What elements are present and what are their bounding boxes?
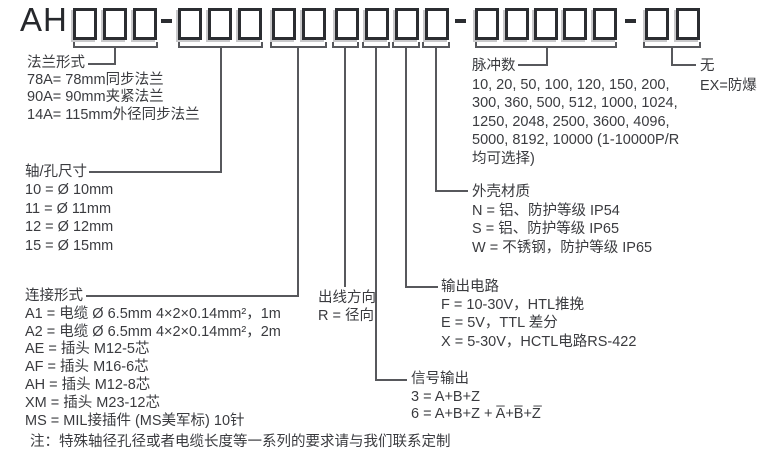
- block-connection-option: AF = 插头 M16-6芯: [25, 359, 149, 376]
- block-outlet-option: R = 径向: [318, 307, 374, 324]
- block-pulses-title: 脉冲数: [472, 58, 516, 74]
- leader-line-circuit: [405, 48, 407, 288]
- block-circuit-title: 输出电路: [441, 279, 499, 295]
- block-circuit-option: E = 5V，TTL 差分: [441, 315, 558, 332]
- block-pulses-option: 5000, 8192, 10000 (1-10000P/R: [472, 132, 680, 149]
- block-housing-option: S = 铝、防护等级 IP65: [472, 221, 620, 238]
- leader-line-pulses: [518, 64, 546, 66]
- leader-line-explosion: [671, 48, 673, 66]
- block-housing-title: 外壳材质: [472, 184, 530, 200]
- block-explosion: 无 EX=防爆: [700, 56, 757, 96]
- block-shaft-option: 15 = Ø 15mm: [25, 237, 114, 254]
- block-flange-title: 法兰形式: [27, 55, 85, 71]
- code-box-pulses: [475, 8, 499, 40]
- code-box-signal: [365, 8, 389, 40]
- leader-line-flange: [88, 63, 116, 65]
- code-dash: [161, 19, 172, 23]
- leader-line-housing: [435, 48, 437, 192]
- group-bracket-signal: [362, 42, 390, 48]
- group-bracket-circuit: [392, 42, 420, 48]
- leader-line-outlet: [344, 48, 346, 287]
- block-circuit-option: X = 5-30V，HCTL电路RS-422: [441, 333, 637, 350]
- block-connection-option: AE = 插头 M12-5芯: [25, 341, 150, 358]
- leader-line-shaft: [89, 171, 222, 173]
- block-circuit-option: F = 10-30V，HTL推挽: [441, 297, 585, 314]
- code-box-connection: [272, 8, 296, 40]
- code-box-connection: [302, 8, 326, 40]
- block-pulses-option: 10, 20, 50, 100, 120, 150, 200,: [472, 76, 670, 93]
- block-connection-option: AH = 插头 M12-8芯: [25, 376, 151, 393]
- leader-line-housing: [435, 190, 468, 192]
- block-housing-option: N = 铝、防护等级 IP54: [472, 202, 620, 219]
- block-pulses-option: 300, 360, 500, 512, 1000, 1024,: [472, 95, 678, 112]
- code-box-explosion: [676, 8, 700, 40]
- code-box-flange: [73, 8, 97, 40]
- code-box-pulses: [563, 8, 587, 40]
- block-connection-option: A2 = 电缆 Ø 6.5mm 4×2×0.14mm²，2m: [25, 323, 281, 340]
- block-outlet-title: 出线方向: [318, 290, 376, 306]
- leader-line-pulses: [546, 48, 548, 66]
- group-bracket-shaft: [178, 42, 263, 48]
- code-box-outlet: [335, 8, 359, 40]
- group-bracket-flange: [73, 42, 158, 48]
- block-connection-option: XM = 插头 M23-12芯: [25, 394, 160, 411]
- block-flange-option: 90A= 90mm夹紧法兰: [27, 89, 164, 106]
- leader-line-signal: [375, 48, 377, 381]
- leader-line-connection: [297, 48, 299, 297]
- block-shaft-option: 12 = Ø 12mm: [25, 219, 114, 236]
- code-box-shaft: [178, 8, 202, 40]
- block-shaft-option: 11 = Ø 11mm: [25, 200, 112, 217]
- code-box-pulses: [593, 8, 617, 40]
- block-flange-option: 78A= 78mm同步法兰: [27, 72, 164, 89]
- block-housing-option: W = 不锈钢，防护等级 IP65: [472, 239, 653, 256]
- block-explosion-title: 无: [700, 58, 715, 74]
- leader-line-flange: [114, 48, 116, 65]
- block-signal-title: 信号输出: [411, 371, 469, 387]
- code-box-flange: [103, 8, 127, 40]
- code-box-circuit: [395, 8, 419, 40]
- block-shaft-title: 轴/孔尺寸: [25, 164, 88, 180]
- group-bracket-outlet: [332, 42, 359, 48]
- code-box-shaft: [238, 8, 262, 40]
- block-pulses: 脉冲数 10, 20, 50, 100, 120, 150, 200, 300, 3…: [472, 57, 679, 169]
- code-box-pulses: [534, 8, 558, 40]
- leader-line-circuit: [405, 286, 438, 288]
- group-bracket-connection: [270, 42, 327, 48]
- block-connection-title: 连接形式: [25, 288, 83, 304]
- block-flange-option: 14A= 115mm外径同步法兰: [27, 106, 200, 123]
- block-pulses-option: 1250, 2048, 2500, 3600, 4096,: [472, 113, 670, 130]
- code-box-pulses: [505, 8, 529, 40]
- code-box-housing: [425, 8, 449, 40]
- block-pulses-option: 均可选择): [472, 150, 535, 167]
- leader-line-shaft: [220, 48, 222, 173]
- group-bracket-explosion: [643, 42, 701, 48]
- code-box-flange: [133, 8, 157, 40]
- block-connection-option: MS = MIL接插件 (MS美军标) 10针: [25, 412, 245, 429]
- code-dash: [455, 19, 466, 23]
- group-bracket-pulses: [475, 42, 617, 48]
- block-explosion-option: EX=防爆: [700, 78, 757, 94]
- note-text: 注：特殊轴径孔径或者电缆长度等一系列的要求请与我们联系定制: [30, 434, 451, 450]
- leader-line-connection: [86, 295, 299, 297]
- code-box-shaft: [208, 8, 232, 40]
- code-dash: [625, 19, 636, 23]
- model-prefix: AH: [20, 1, 68, 38]
- group-bracket-housing: [422, 42, 450, 48]
- block-signal-option: 6 = A+B+Z + A̅+B̅+Z̅: [411, 406, 541, 422]
- block-connection-option: A1 = 电缆 Ø 6.5mm 4×2×0.14mm²，1m: [25, 305, 281, 322]
- block-signal-option: 3 = A+B+Z: [411, 388, 480, 405]
- leader-line-signal: [375, 379, 407, 381]
- code-box-explosion: [645, 8, 669, 40]
- block-shaft-option: 10 = Ø 10mm: [25, 182, 114, 199]
- leader-line-explosion: [673, 64, 696, 66]
